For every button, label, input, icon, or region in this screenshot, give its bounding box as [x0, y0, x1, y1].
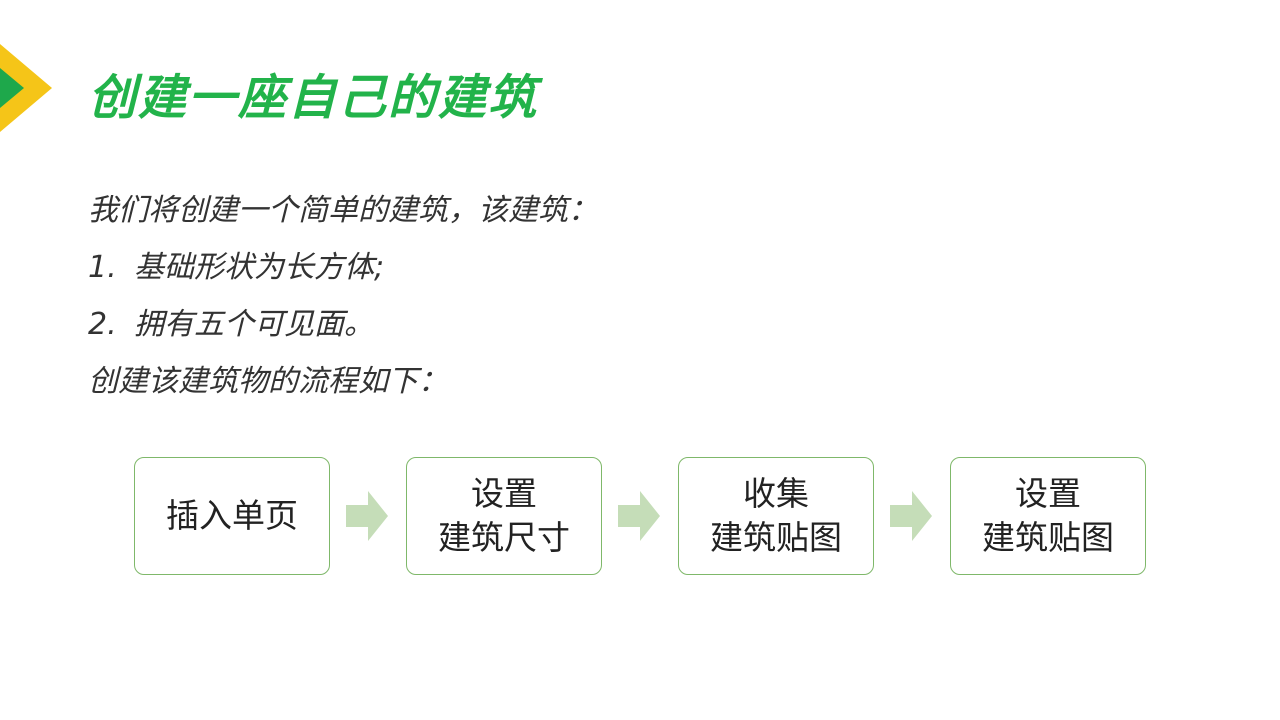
flow-step-label: 建筑贴图 — [982, 518, 1114, 557]
flow-step-set-textures: 设置 建筑贴图 — [950, 457, 1146, 575]
page-title: 创建一座自己的建筑 — [88, 70, 539, 126]
list-item: 2. 拥有五个可见面。 — [88, 296, 598, 353]
flow-step-label: 收集 — [743, 474, 809, 513]
process-flow: 插入单页 设置 建筑尺寸 收集 建筑贴图 设置 建筑贴图 — [134, 457, 1146, 575]
corner-chevron-icon — [0, 44, 52, 132]
flow-step-label: 插入单页 — [166, 496, 298, 535]
right-arrow-icon — [346, 491, 388, 541]
list-text: 基础形状为长方体; — [134, 250, 385, 285]
list-item: 1. 基础形状为长方体; — [88, 239, 598, 296]
flow-step-insert-page: 插入单页 — [134, 457, 330, 575]
flow-step-label: 设置 — [1015, 474, 1081, 513]
list-number: 1. — [88, 250, 117, 285]
flow-step-label: 建筑贴图 — [710, 518, 842, 557]
list-text: 拥有五个可见面。 — [134, 307, 374, 342]
flow-step-label: 设置 — [471, 474, 537, 513]
intro-text: 我们将创建一个简单的建筑，该建筑： — [88, 193, 598, 228]
flow-step-label: 建筑尺寸 — [438, 518, 570, 557]
body-text: 我们将创建一个简单的建筑，该建筑： 1. 基础形状为长方体; 2. 拥有五个可见… — [88, 182, 598, 410]
flow-step-set-size: 设置 建筑尺寸 — [406, 457, 602, 575]
process-intro-text: 创建该建筑物的流程如下： — [88, 364, 448, 399]
list-number: 2. — [88, 307, 117, 342]
right-arrow-icon — [890, 491, 932, 541]
right-arrow-icon — [618, 491, 660, 541]
flow-step-collect-textures: 收集 建筑贴图 — [678, 457, 874, 575]
